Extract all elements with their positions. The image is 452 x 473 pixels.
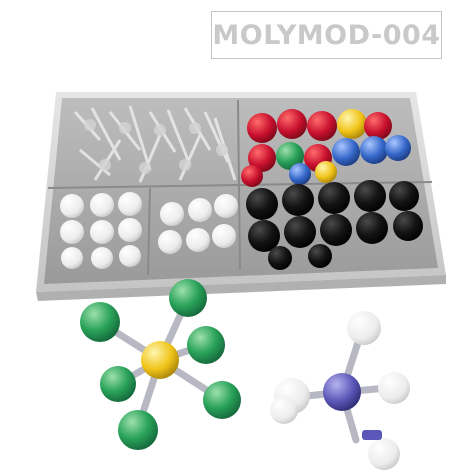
product-code-text: MOLYMOD-004 [212,19,441,51]
molecule-model-icon [80,279,241,450]
product-code-label: MOLYMOD-004 [211,11,442,59]
atom-ball-icon [241,109,411,187]
